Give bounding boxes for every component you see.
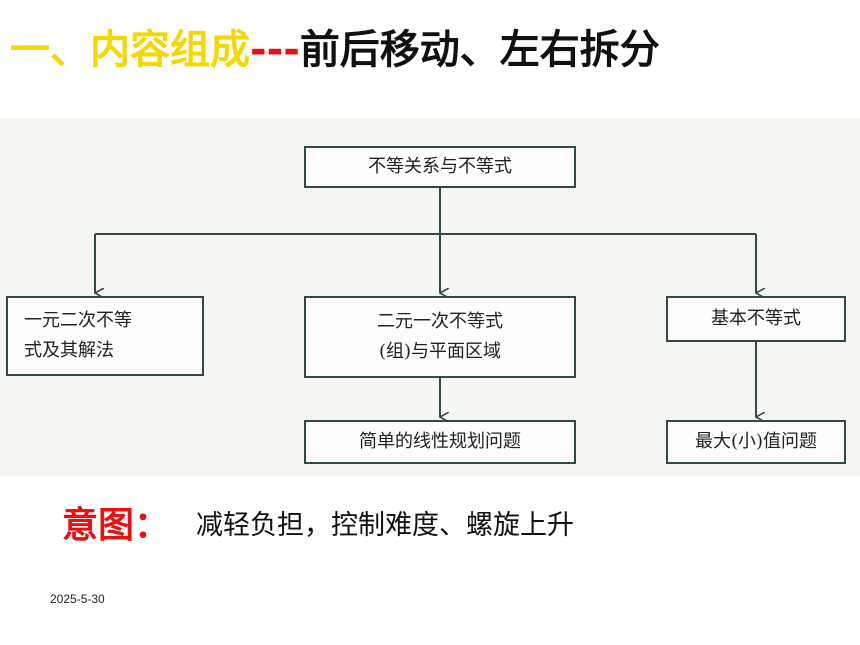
- linear-programming-box: 简单的线性规划问题: [304, 420, 576, 464]
- programming-label: 简单的线性规划问题: [359, 431, 521, 452]
- title-part-red: ---: [250, 27, 300, 73]
- title-part-black: 前后移动、左右拆分: [299, 27, 660, 73]
- root-box: 不等关系与不等式: [304, 146, 576, 188]
- quadratic-label-line1: 一元二次不等: [24, 310, 132, 331]
- linear-inequality-box: 二元一次不等式 (组)与平面区域: [304, 296, 576, 378]
- quadratic-label-line2: 式及其解法: [24, 340, 114, 361]
- basic-inequality-box: 基本不等式: [666, 296, 846, 342]
- slide-date: 2025-5-30: [50, 592, 105, 606]
- intent-text: 减轻负担，控制难度、螺旋上升: [196, 509, 575, 541]
- extremum-label: 最大(小)值问题: [694, 431, 818, 452]
- title-part-yellow: 一、内容组成: [10, 27, 250, 73]
- basic-label: 基本不等式: [711, 308, 801, 329]
- linear-label-line1: 二元一次不等式: [377, 311, 503, 332]
- intent-label: 意图：: [62, 505, 171, 546]
- linear-label-line2: (组)与平面区域: [378, 341, 502, 362]
- root-label: 不等关系与不等式: [368, 156, 512, 177]
- slide-title: 一、内容组成---前后移动、左右拆分: [10, 30, 660, 70]
- connector-lines: [94, 188, 860, 476]
- extremum-box: 最大(小)值问题: [666, 420, 846, 464]
- intent-line: 意图： 减轻负担，控制难度、螺旋上升: [62, 496, 574, 548]
- structure-diagram: 不等关系与不等式 一元二次不等 式及其解法 二元一次不等式 (组)与平面区域 基…: [0, 118, 860, 476]
- quadratic-inequality-box: 一元二次不等 式及其解法: [6, 296, 204, 376]
